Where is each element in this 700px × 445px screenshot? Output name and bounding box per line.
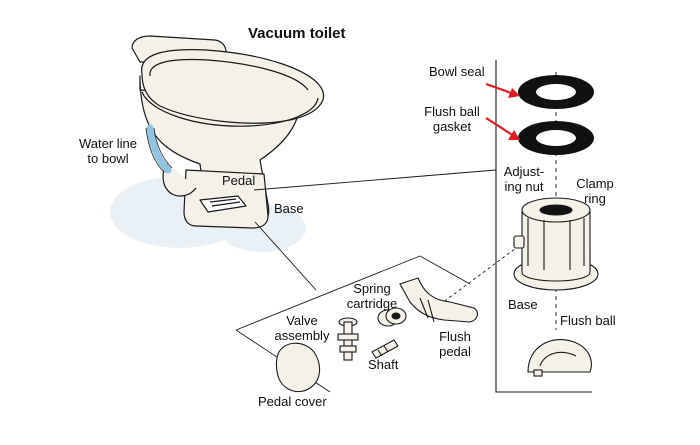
water-line-pipe-outline [145, 127, 173, 173]
label-water-line: Water line to bowl [78, 136, 138, 166]
label-shaft: Shaft [368, 357, 399, 372]
flush-ball-part [527, 339, 592, 377]
red-arrows [485, 82, 520, 140]
pedal-cover-part [275, 342, 321, 393]
label-flush-ball-gasket: Flush ball gasket [424, 104, 480, 134]
label-flush-ball: Flush ball [560, 313, 616, 328]
label-clamp-ring: Clamp ring [576, 176, 614, 206]
label-base-left: Base [274, 201, 304, 216]
shaft-part [371, 339, 399, 359]
right-panel-frame [495, 60, 592, 393]
toilet-illustration [131, 35, 325, 229]
spring-cartridge-part [377, 307, 407, 327]
label-spring-cartridge: Spring cartridge [346, 281, 398, 311]
valve-assembly-part [337, 317, 359, 361]
label-base-right: Base [508, 297, 538, 312]
label-pedal-cover: Pedal cover [258, 394, 327, 409]
flush-pedal-part [399, 277, 479, 323]
bowl-seal-ring [518, 75, 594, 109]
label-adjusting-nut: Adjust- ing nut [503, 164, 545, 194]
label-valve-assembly: Valve assembly [274, 313, 330, 343]
label-pedal: Pedal [222, 173, 256, 188]
label-flush-pedal: Flush pedal [439, 329, 471, 359]
base-housing [513, 197, 599, 291]
label-bowl-seal: Bowl seal [429, 64, 485, 79]
flush-ball-gasket-ring [518, 121, 594, 155]
water-line-pipe [146, 124, 172, 174]
diagram-title: Vacuum toilet [248, 25, 346, 42]
